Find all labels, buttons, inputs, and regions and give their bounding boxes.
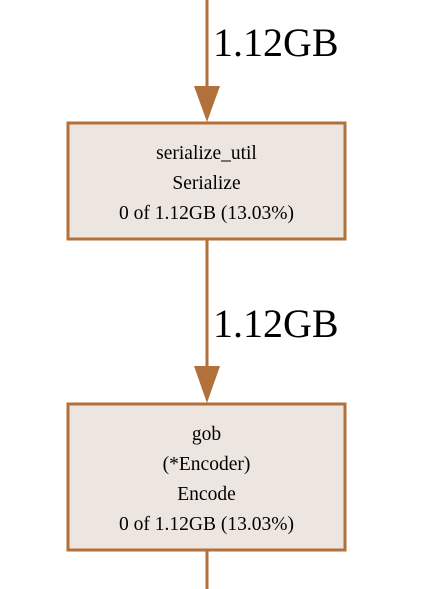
node-encode-box (66, 402, 347, 552)
node-serialize[interactable]: serialize_util Serialize 0 of 1.12GB (13… (66, 121, 347, 241)
node-encode[interactable]: gob (*Encoder) Encode 0 of 1.12GB (13.03… (66, 402, 347, 552)
node-serialize-box (66, 121, 347, 241)
node-encode-function: Encode (177, 484, 235, 505)
edge-1-label: 1.12GB (213, 20, 339, 65)
node-serialize-package: serialize_util (156, 143, 257, 164)
node-encode-stats: 0 of 1.12GB (13.03%) (119, 514, 294, 535)
node-serialize-stats: 0 of 1.12GB (13.03%) (119, 203, 294, 224)
edge-2-label: 1.12GB (213, 301, 339, 346)
edge-2-arrowhead (194, 366, 220, 403)
node-encode-package: gob (192, 424, 221, 445)
node-encode-receiver: (*Encoder) (163, 454, 251, 475)
edge-1[interactable]: 1.12GB (194, 0, 339, 122)
edge-2[interactable]: 1.12GB (194, 240, 339, 403)
edge-1-arrowhead (194, 86, 220, 122)
node-serialize-function: Serialize (172, 173, 240, 194)
